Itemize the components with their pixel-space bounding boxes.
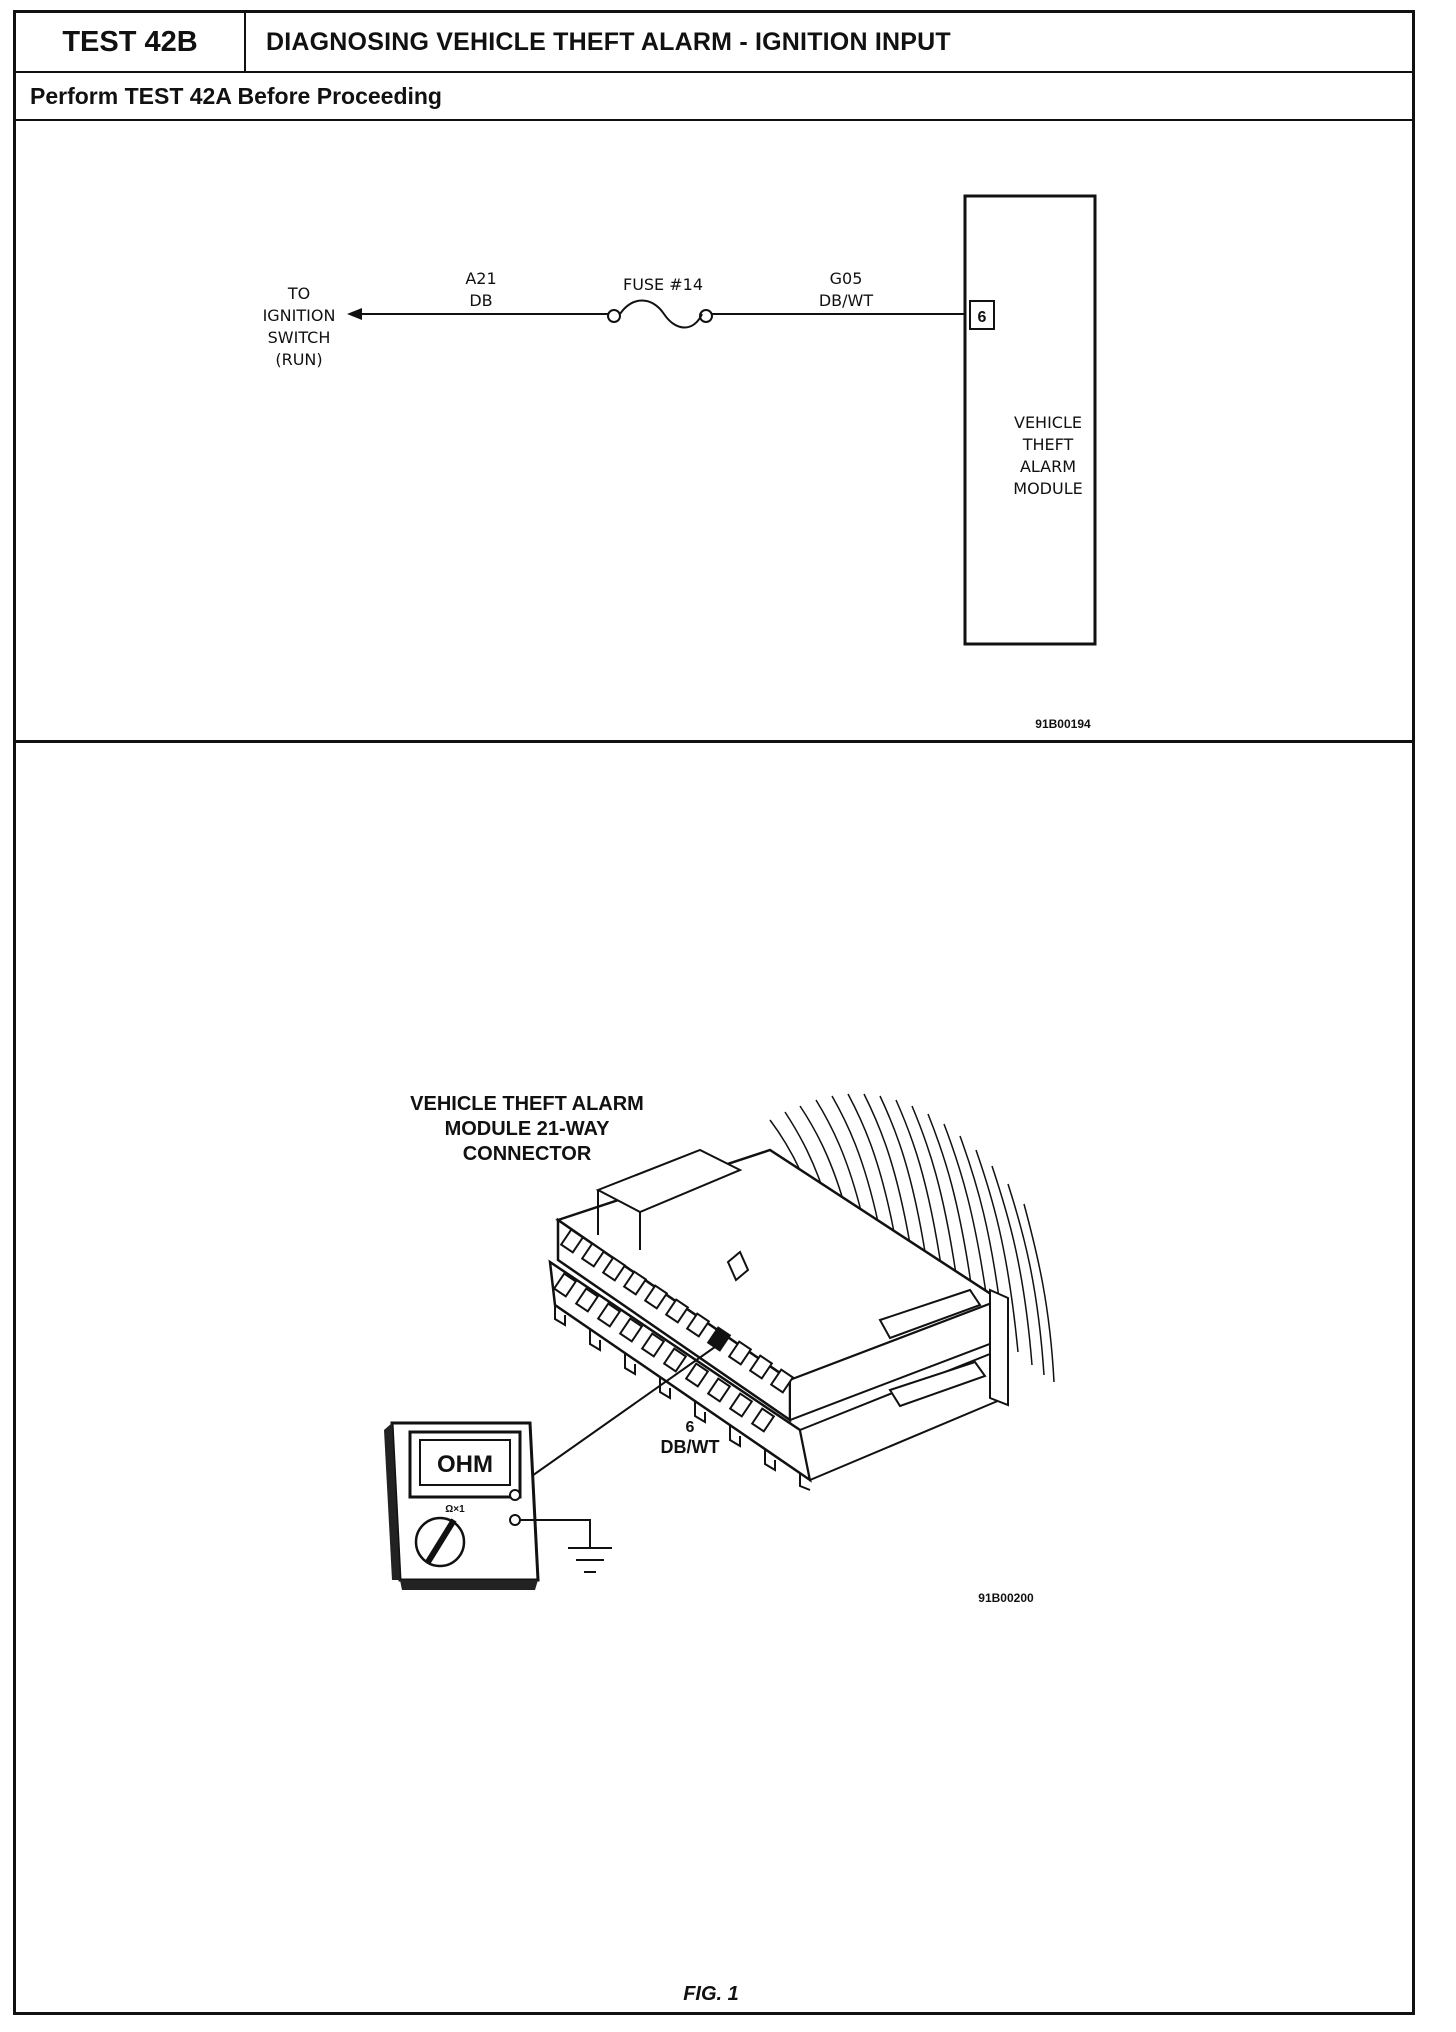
- connector-pin-number: 6: [686, 1419, 695, 1436]
- module-label-2: THEFT: [1022, 435, 1074, 454]
- wire1-code: A21: [465, 269, 496, 288]
- alarm-module-box: [963, 194, 1097, 646]
- connector-pin-color: DB/WT: [661, 1437, 720, 1457]
- module-label-4: MODULE: [1013, 479, 1082, 498]
- meter-display-text: OHM: [437, 1451, 493, 1478]
- connector-flange: [989, 1288, 1009, 1407]
- cavity-row-upper: [559, 1228, 795, 1394]
- meter-display: [419, 1439, 511, 1486]
- wire1-color: DB: [469, 291, 492, 310]
- latch-lower: [888, 1360, 987, 1408]
- meter-side: [384, 1423, 400, 1580]
- wire2-code: G05: [830, 269, 863, 288]
- latch-upper: [878, 1288, 982, 1340]
- connector-title-1: VEHICLE THEFT ALARM: [410, 1093, 644, 1115]
- connector-illustration: VEHICLE THEFT ALARM MODULE 21-WAY CONNEC…: [384, 1093, 1055, 1605]
- fuse-icon: [619, 299, 703, 329]
- connector-title-2: MODULE 21-WAY: [445, 1118, 611, 1140]
- fuse-terminal-left: [607, 309, 621, 323]
- figure-caption: FIG. 1: [683, 1983, 739, 2005]
- meter-dial-pointer: [425, 1518, 457, 1564]
- to-label-2: IGNITION: [263, 306, 336, 325]
- pin-number: 6: [978, 309, 987, 326]
- test-lead-probe: [511, 1341, 723, 1491]
- section-divider: [16, 740, 1412, 743]
- test-id: TEST 42B: [16, 13, 246, 71]
- connector-title-3: CONNECTOR: [463, 1143, 592, 1165]
- prerequisite-row: Perform TEST 42A Before Proceeding: [16, 73, 1412, 121]
- meter-jack-positive: [509, 1489, 521, 1501]
- test-title: DIAGNOSING VEHICLE THEFT ALARM - IGNITIO…: [266, 27, 951, 56]
- meter-jack-common: [509, 1514, 521, 1526]
- prerequisite-text: Perform TEST 42A Before Proceeding: [30, 82, 442, 109]
- connector-lock-nub: [726, 1250, 750, 1282]
- meter-range-label: Ω×1: [445, 1504, 465, 1515]
- ground-symbol-icon: [568, 1547, 612, 1573]
- schematic-figure-code: 91B00194: [1035, 717, 1091, 731]
- ohmmeter: OHM Ω×1: [384, 1421, 540, 1590]
- to-label-4: (RUN): [275, 350, 322, 369]
- to-label-1: TO: [287, 284, 310, 303]
- ground-lead: [520, 1519, 591, 1548]
- header-row: TEST 42B DIAGNOSING VEHICLE THEFT ALARM …: [16, 13, 1412, 73]
- test-procedure-frame: TEST 42B DIAGNOSING VEHICLE THEFT ALARM …: [13, 10, 1415, 2015]
- module-label-3: ALARM: [1020, 457, 1076, 476]
- module-pin-box: [969, 300, 995, 330]
- module-label-1: VEHICLE: [1014, 413, 1082, 432]
- to-label-3: SWITCH: [268, 328, 331, 347]
- connector-teeth: [554, 1305, 811, 1491]
- fuse-label: FUSE #14: [623, 275, 703, 294]
- arrow-left-icon: [347, 308, 362, 320]
- fuse-terminal-right: [699, 309, 713, 323]
- cavity-row-lower: [552, 1272, 776, 1433]
- wiring-schematic: TO IGNITION SWITCH (RUN) A21 DB FUSE #14…: [263, 194, 1097, 731]
- connector-rail: [595, 1148, 743, 1214]
- connector-figure-code: 91B00200: [978, 1591, 1034, 1605]
- wire2-color: DB/WT: [819, 291, 874, 310]
